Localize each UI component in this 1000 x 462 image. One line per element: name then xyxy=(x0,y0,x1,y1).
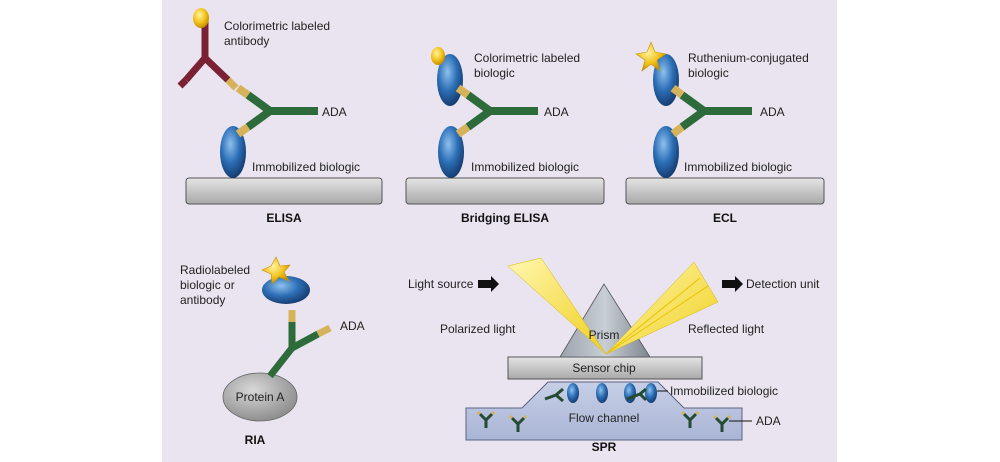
spr-bound-ada xyxy=(544,387,648,403)
elisa-surface xyxy=(185,177,383,205)
elisa-label-top: Colorimetric labeled xyxy=(224,19,330,33)
elisa-panel: Colorimetric labeled antibody ADA Immobi… xyxy=(177,8,383,225)
spr-ada-label: ADA xyxy=(756,414,781,428)
spr-light-source-label: Light source xyxy=(408,277,474,291)
ecl-label-top: Ruthenium-conjugated xyxy=(688,51,809,65)
ria-label-3: antibody xyxy=(180,293,225,307)
spr-biologic-2 xyxy=(596,383,608,403)
ecl-labeled-biologic xyxy=(653,54,679,106)
spr-flow-label: Flow channel xyxy=(569,411,640,425)
bridging-ada-antibody xyxy=(455,84,538,138)
bridging-immobilized-label: Immobilized biologic xyxy=(471,160,579,174)
spr-detection-label: Detection unit xyxy=(746,277,820,291)
elisa-gold-label xyxy=(193,8,209,28)
spr-biologic-3 xyxy=(624,383,636,403)
elisa-label-top2: antibody xyxy=(224,34,269,48)
ecl-ada-antibody xyxy=(670,84,752,138)
spr-biologic-4 xyxy=(645,383,657,403)
spr-detection-arrow-icon xyxy=(722,276,743,292)
spr-biologic-1 xyxy=(567,383,579,403)
elisa-ada-antibody xyxy=(235,84,318,138)
bridging-immobilized-biologic xyxy=(438,126,464,178)
bridging-label-top: Colorimetric labeled xyxy=(474,51,580,65)
spr-incident-beam xyxy=(507,257,607,355)
spr-reflected-label: Reflected light xyxy=(688,322,765,336)
spr-caption: SPR xyxy=(592,440,617,454)
elisa-immobilized-label: Immobilized biologic xyxy=(252,160,360,174)
elisa-caption: ELISA xyxy=(266,211,302,225)
ria-ada-antibody xyxy=(267,310,332,379)
spr-immobilized-label: Immobilized biologic xyxy=(670,384,778,398)
ecl-immobilized-label: Immobilized biologic xyxy=(684,160,792,174)
spr-polarized-label: Polarized light xyxy=(440,322,516,336)
elisa-ada-label: ADA xyxy=(322,105,347,119)
ecl-immobilized-biologic xyxy=(653,126,679,178)
ria-protein-a xyxy=(222,372,298,422)
bridging-panel: Colorimetric labeled biologic ADA Immobi… xyxy=(405,47,605,225)
spr-flow-channel xyxy=(465,381,743,441)
bridging-caption: Bridging ELISA xyxy=(461,211,549,225)
elisa-labeled-antibody xyxy=(177,22,239,91)
bridging-gold-label xyxy=(431,47,445,65)
ecl-surface xyxy=(625,177,825,205)
spr-sensor-label: Sensor chip xyxy=(572,361,636,375)
ecl-caption: ECL xyxy=(713,211,737,225)
spr-panel: Light source Detection unit Polarized li… xyxy=(408,257,820,454)
elisa-immobilized-biologic xyxy=(220,126,246,178)
ecl-ada-label: ADA xyxy=(760,105,785,119)
ria-panel: Radiolabeled biologic or antibody ADA Pr… xyxy=(180,256,365,447)
bridging-label-top2: biologic xyxy=(474,66,515,80)
ria-ada-label: ADA xyxy=(340,319,365,333)
bridging-surface xyxy=(405,177,605,205)
ecl-ruthenium-star-icon xyxy=(635,41,667,72)
ria-label-2: biologic or xyxy=(180,278,235,292)
ria-label-1: Radiolabeled xyxy=(180,263,250,277)
ecl-label-top2: biologic xyxy=(688,66,729,80)
bridging-ada-label: ADA xyxy=(544,105,569,119)
ria-caption: RIA xyxy=(245,433,266,447)
spr-light-source-arrow-icon xyxy=(478,276,499,292)
ria-protein-label: Protein A xyxy=(236,390,285,404)
ecl-panel: Ruthenium-conjugated biologic ADA Immobi… xyxy=(625,41,825,225)
spr-prism-label: Prism xyxy=(589,328,620,342)
bridging-labeled-biologic xyxy=(437,54,463,106)
ria-radiolabel-star-icon xyxy=(261,256,291,285)
ria-labeled-biologic xyxy=(262,276,310,304)
